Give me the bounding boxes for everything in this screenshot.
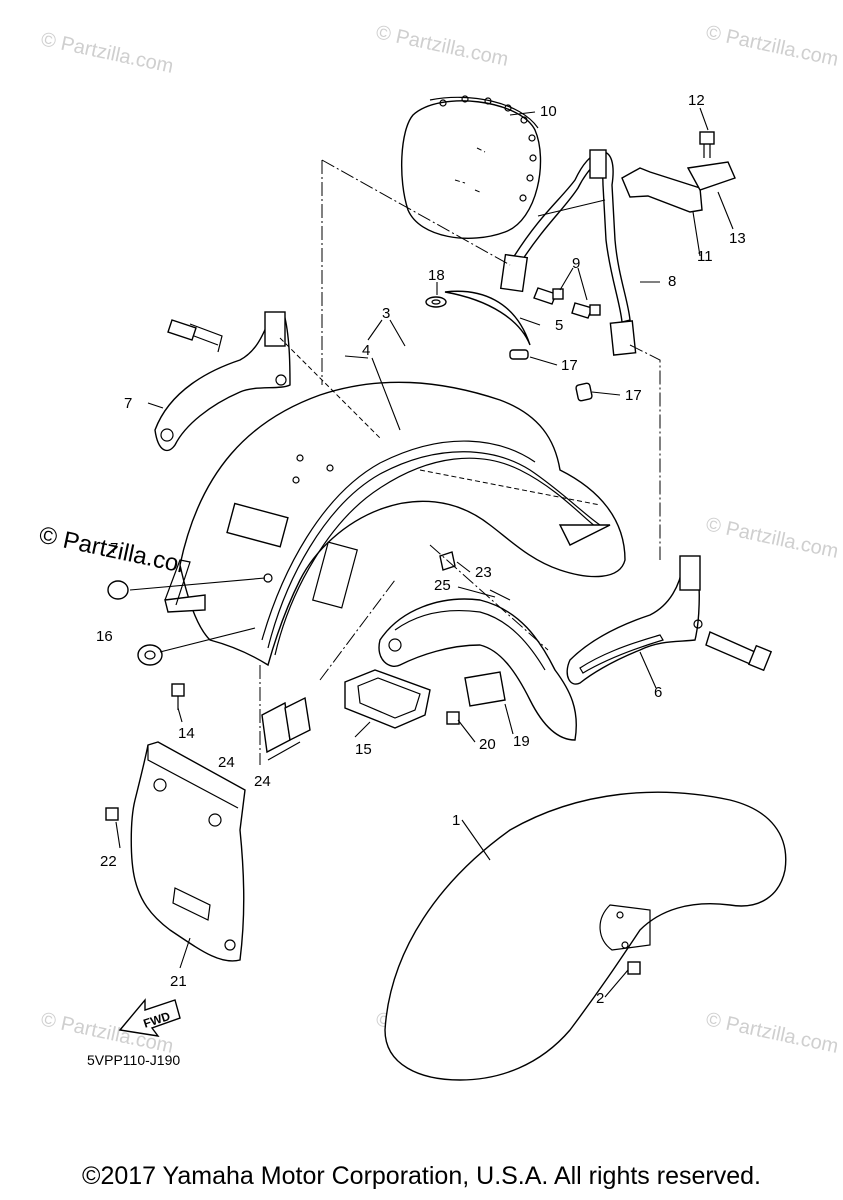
watermark-large: © Partzilla.com <box>37 521 201 581</box>
callout-19: 19 <box>513 733 530 750</box>
watermark: © Partzilla.com <box>39 28 175 78</box>
callout-18: 18 <box>428 267 445 284</box>
callout-4: 4 <box>362 342 370 359</box>
callout-8: 8 <box>668 273 676 290</box>
fwd-arrow-icon: FWD <box>118 998 181 1037</box>
callout-1: 1 <box>452 812 460 829</box>
callout-11: 11 <box>697 248 713 265</box>
callout-9: 9 <box>572 255 580 272</box>
watermark: © Partzilla.com <box>704 21 840 71</box>
small-hardware <box>425 287 601 402</box>
bolt-22 <box>105 807 119 821</box>
fender-strip <box>444 290 531 346</box>
callout-12: 12 <box>688 92 705 109</box>
rear-fender <box>164 381 626 667</box>
watermark: © Partzilla.com <box>704 513 840 563</box>
diagram-code: 5VPP110-J190 <box>87 1052 180 1068</box>
callout-20: 20 <box>479 736 496 753</box>
backrest-bar <box>499 149 637 356</box>
reflector-plate <box>344 669 431 729</box>
callout-6: 6 <box>654 684 662 701</box>
leader-lines <box>115 107 734 998</box>
bracket-assembly <box>621 131 736 213</box>
copyright-notice: ©2017 Yamaha Motor Corporation, U.S.A. A… <box>82 1162 761 1190</box>
callout-24b: 24 <box>254 773 271 790</box>
callout-7b: 7 <box>110 540 118 557</box>
callout-14: 14 <box>178 725 195 742</box>
callout-16: 16 <box>96 628 113 645</box>
bolt-2 <box>627 961 641 975</box>
watermark: © Partzilla.com <box>704 1008 840 1058</box>
stickers <box>261 696 311 754</box>
left-hardware <box>107 580 185 710</box>
callout-17a: 17 <box>561 357 578 374</box>
callout-13: 13 <box>729 230 746 247</box>
callout-3: 3 <box>382 305 390 322</box>
watermark: © Partzilla.com <box>374 21 510 71</box>
right-stay <box>566 555 773 685</box>
front-fender <box>384 791 787 1081</box>
backrest-pad <box>401 95 542 239</box>
parts-diagram: © Partzilla.com © Partzilla.com © Partzi… <box>37 21 840 1081</box>
callout-23: 23 <box>475 564 492 581</box>
callout-5: 5 <box>555 317 563 334</box>
callout-21: 21 <box>170 973 187 990</box>
callout-22: 22 <box>100 853 117 870</box>
callout-17b: 17 <box>625 387 642 404</box>
callout-10: 10 <box>540 103 557 120</box>
callout-24a: 24 <box>218 754 235 771</box>
side-cover <box>130 741 246 962</box>
callout-25: 25 <box>434 577 451 594</box>
callout-15: 15 <box>355 741 372 758</box>
inner-fender <box>378 589 577 741</box>
callout-7: 7 <box>124 395 132 412</box>
bolt-20 <box>446 711 460 725</box>
left-stay <box>154 311 291 452</box>
callout-labels: 1 2 3 4 5 6 7 7 8 9 10 11 12 13 14 15 16… <box>96 92 746 1007</box>
callout-2: 2 <box>596 990 604 1007</box>
